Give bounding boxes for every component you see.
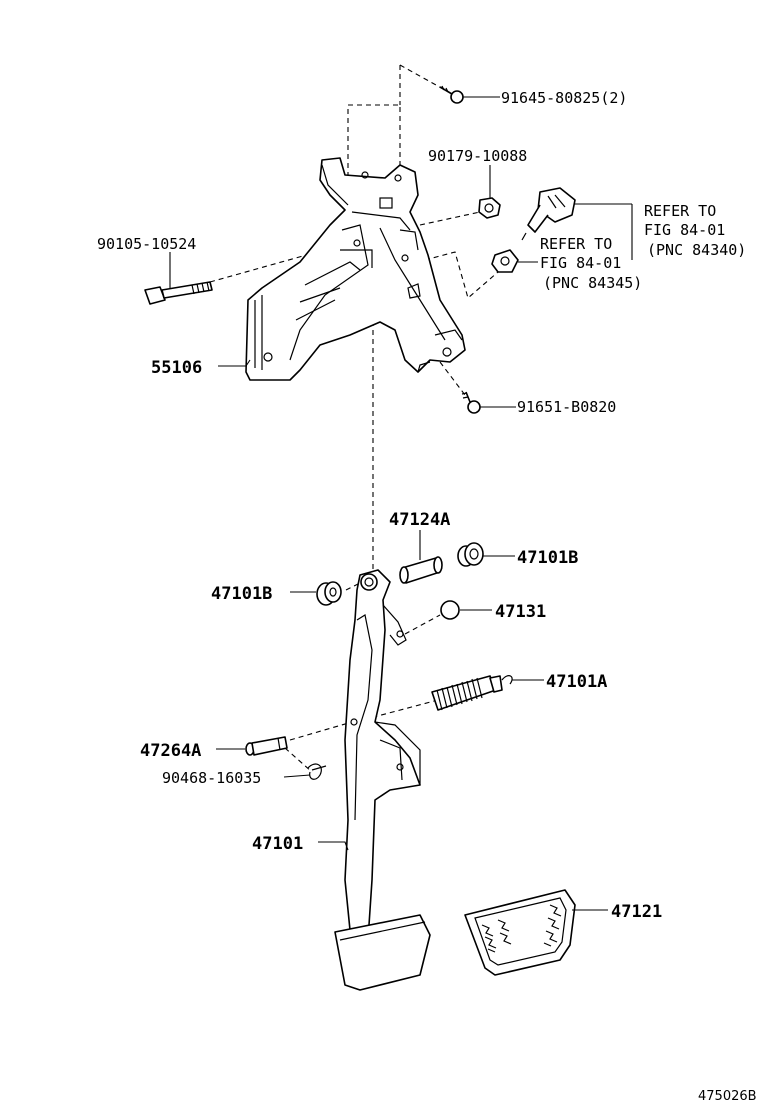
bushing-47101b-right [457, 542, 484, 567]
part-labels: 91645-80825(2) 90179-10088 90105-10524 5… [97, 89, 757, 1104]
label-90179-10088: 90179-10088 [428, 147, 527, 165]
label-47101a: 47101A [546, 672, 607, 692]
label-90105-10524: 90105-10524 [97, 235, 196, 253]
collar-47124a [399, 556, 443, 584]
pedal-pad-47121 [464, 889, 576, 976]
bushing-47101b-left [316, 581, 342, 606]
label-refer2-line3: (PNC 84345) [543, 274, 642, 292]
label-47101b-left: 47101B [211, 584, 272, 604]
switch-nut-84345 [491, 249, 519, 273]
label-refer2-line2: FIG 84-01 [540, 254, 621, 272]
label-47124a: 47124A [389, 510, 450, 530]
bolt-91645-icon [439, 85, 464, 104]
label-91651-b0820: 91651-B0820 [517, 398, 616, 416]
label-refer1-line2: FIG 84-01 [644, 221, 725, 239]
return-spring-47101a [431, 675, 513, 711]
cushion-47131 [440, 600, 460, 620]
pin-47264a [245, 736, 288, 756]
label-refer1-line1: REFER TO [644, 202, 716, 220]
figure-code: 475026B [698, 1089, 757, 1104]
leader-lines [169, 96, 633, 911]
clip-90468 [307, 763, 327, 780]
pedal-bracket-55106 [245, 157, 466, 381]
label-47131: 47131 [495, 602, 546, 622]
label-90468-16035: 90468-16035 [162, 769, 261, 787]
label-refer2-line1: REFER TO [540, 235, 612, 253]
label-47121: 47121 [611, 902, 662, 922]
bolt-90105-icon [144, 281, 213, 305]
pedal-arm-47101 [344, 569, 421, 951]
label-55106: 55106 [151, 358, 202, 378]
nut-90179-icon [478, 197, 501, 219]
label-47101b-right: 47101B [517, 548, 578, 568]
label-47264a: 47264A [140, 741, 201, 761]
label-refer1-line3: (PNC 84340) [647, 241, 746, 259]
label-91645-80825: 91645-80825(2) [501, 89, 627, 107]
pedal-pad-base [334, 914, 431, 991]
label-47101: 47101 [252, 834, 303, 854]
bolt-91651-icon [461, 391, 481, 414]
stop-lamp-switch-84340 [521, 187, 576, 241]
